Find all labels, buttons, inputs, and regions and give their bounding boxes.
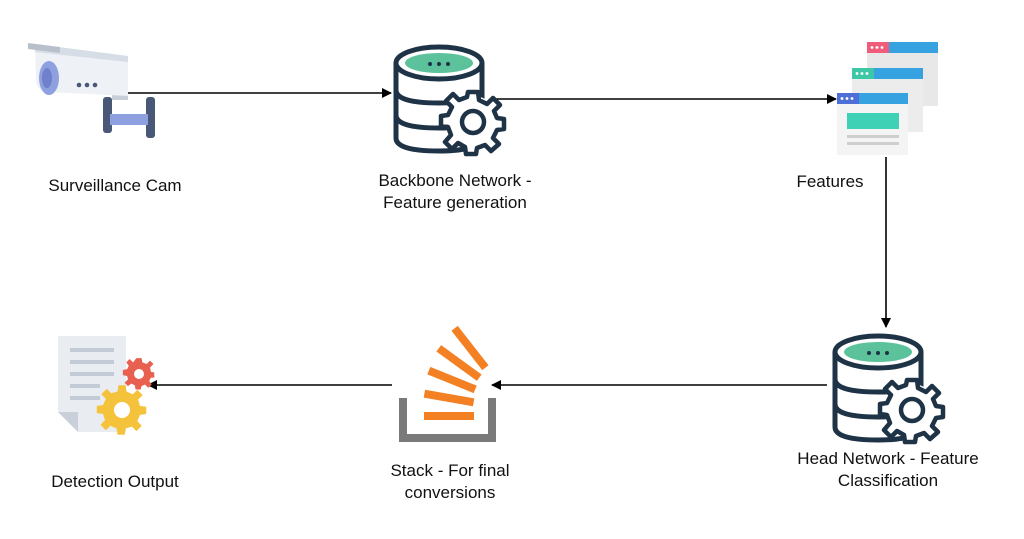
camera-label-text: Surveillance Cam [48, 176, 182, 195]
stack-overflow-icon [399, 325, 496, 442]
output-label-text: Detection Output [51, 472, 179, 491]
head-label-line2: Classification [837, 471, 939, 490]
stack-label: Stack - For final conversions [355, 460, 545, 504]
database-gear-icon [832, 333, 946, 445]
browser-windows-stack-icon [837, 42, 938, 155]
stack-label-line1: Stack - For final [390, 461, 510, 480]
features-label: Features [770, 171, 890, 193]
backbone-label-line2: Feature generation [383, 193, 527, 212]
backbone-label-line1: Backbone Network - [378, 171, 532, 190]
backbone-label: Backbone Network - Feature generation [340, 170, 570, 214]
features-label-text: Features [796, 172, 864, 191]
stack-label-line2: conversions [404, 483, 496, 502]
security-camera-icon [28, 43, 155, 138]
camera-label: Surveillance Cam [20, 175, 210, 197]
head-label: Head Network - Feature Classification [768, 448, 1008, 492]
database-gear-icon [393, 44, 507, 157]
document-gears-icon [58, 336, 155, 435]
output-label: Detection Output [20, 471, 210, 493]
head-label-line1: Head Network - Feature [797, 449, 979, 468]
